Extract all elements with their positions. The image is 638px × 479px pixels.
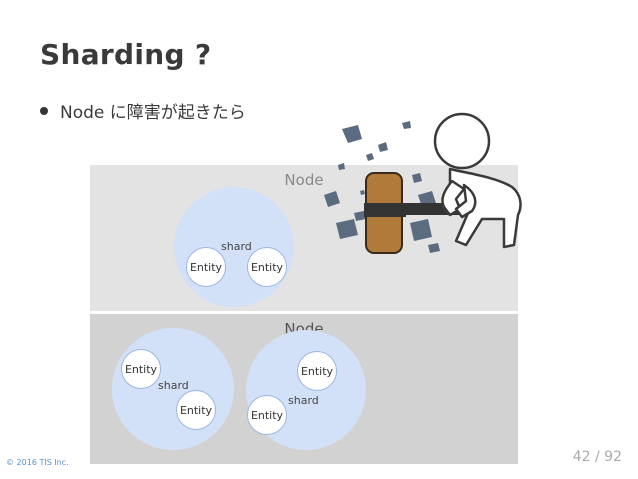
node-label: Node [284,171,324,189]
entity: Entity [247,247,287,287]
shard-circle [112,328,234,450]
entity: Entity [176,390,216,430]
page-counter: 42 / 92 [572,449,622,465]
debris-icon [324,121,440,253]
bullet-text: Node に障害が起きたら [60,103,246,123]
person [433,112,522,249]
page-title: Sharding ? [40,38,212,71]
bullet-dot-icon [40,106,48,115]
hammer-band [364,203,406,217]
entity: Entity [121,349,161,389]
entity: Entity [297,351,337,391]
shard-label: shard [158,379,189,392]
entity: Entity [186,247,226,287]
bullet-item: Node に障害が起きたら [40,98,246,123]
shard-circle [174,187,294,307]
entity: Entity [247,395,287,435]
copyright-footer: © 2016 TIS Inc. [6,458,69,467]
node-active: Node shard Entity Entity shard Entity En… [90,314,518,464]
person-smashing-with-hammer-icon [324,112,522,254]
shard-label: shard [288,394,319,407]
shard-label: shard [221,240,252,253]
